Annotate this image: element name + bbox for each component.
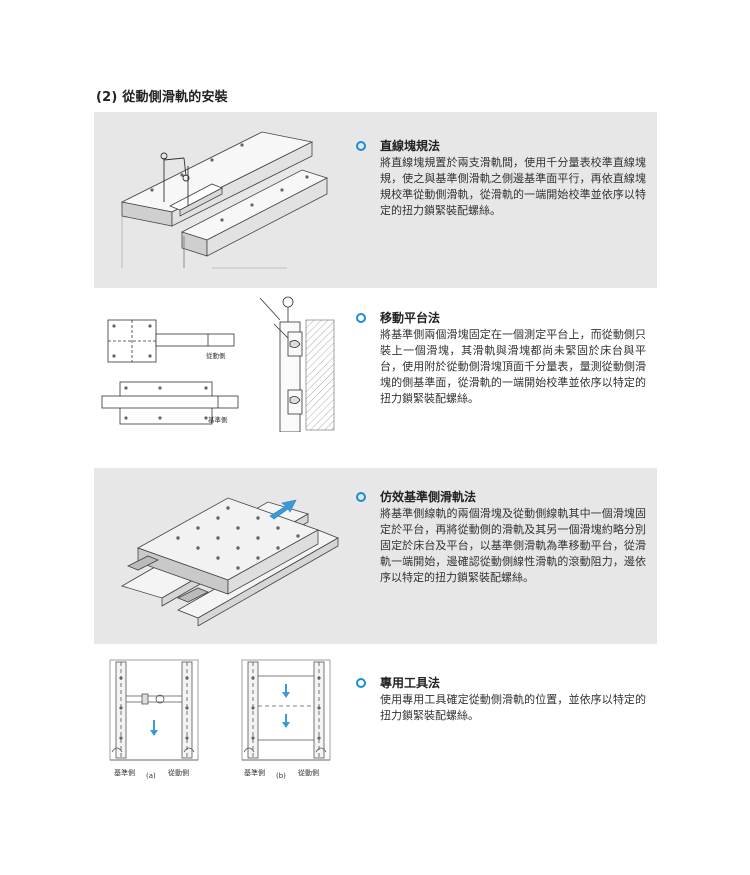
method-description: 將基準側線軌的兩個滑塊及從動側線軌其中一個滑塊固定於平台，再將從動側的滑軌及其另… [380, 507, 646, 584]
method-copy-reference-rail: 仿效基準側滑軌法 將基準側線軌的兩個滑塊及從動側線軌其中一個滑塊固定於平台，再將… [356, 488, 646, 586]
figure-moving-table-plan: 從動側 基準側 [101, 319, 239, 425]
reference-side-label: 基準側 [208, 415, 228, 424]
method-title: 直線塊規法 [380, 139, 441, 153]
method-description: 使用專用工具確定從動側滑軌的位置，並依序以特定的扭力鎖緊裝配螺絲。 [380, 693, 646, 722]
reference-side-label: 基準側 [114, 768, 135, 777]
method-straight-block-gauge: 直線塊規法 將直線塊規置於兩支滑軌間，使用千分量表校準直線塊規，使之與基準側滑軌… [356, 137, 646, 219]
bullet-icon [356, 140, 366, 151]
figure-moving-table-section [259, 296, 335, 432]
figure-special-tool-a: 基準側 (a) 從動側 [109, 659, 199, 780]
bullet-icon [356, 312, 366, 323]
caption-a: (a) [146, 772, 156, 780]
figure-straight-block-gauge [120, 131, 329, 269]
method-special-tool: 專用工具法 使用專用工具確定從動側滑軌的位置，並依序以特定的扭力鎖緊裝配螺絲。 [356, 674, 646, 724]
method-moving-table: 移動平台法 將基準側兩個滑塊固定在一個測定平台上，而從動側只裝上一個滑塊，其滑軌… [356, 309, 646, 407]
method-description: 將直線塊規置於兩支滑軌間，使用千分量表校準直線塊規，使之與基準側滑軌之側邊基準面… [380, 156, 646, 217]
method-title: 專用工具法 [380, 676, 441, 690]
method-title: 仿效基準側滑軌法 [380, 490, 477, 504]
reference-side-label: 基準側 [244, 768, 265, 777]
driven-side-label: 從動側 [206, 351, 226, 360]
figure-special-tool-b: 基準側 (b) 從動側 [241, 659, 331, 780]
driven-side-label: 從動側 [168, 768, 189, 777]
caption-b: (b) [276, 772, 286, 780]
method-description: 將基準側兩個滑塊固定在一個測定平台上，而從動側只裝上一個滑塊，其滑軌與滑塊都尚未… [380, 328, 646, 405]
bullet-icon [356, 677, 366, 688]
bullet-icon [356, 491, 366, 502]
figure-copy-reference-rail [120, 497, 339, 626]
method-title: 移動平台法 [380, 311, 441, 325]
driven-side-label: 從動側 [298, 768, 319, 777]
page-title: (2) 從動側滑軌的安裝 [96, 90, 228, 105]
